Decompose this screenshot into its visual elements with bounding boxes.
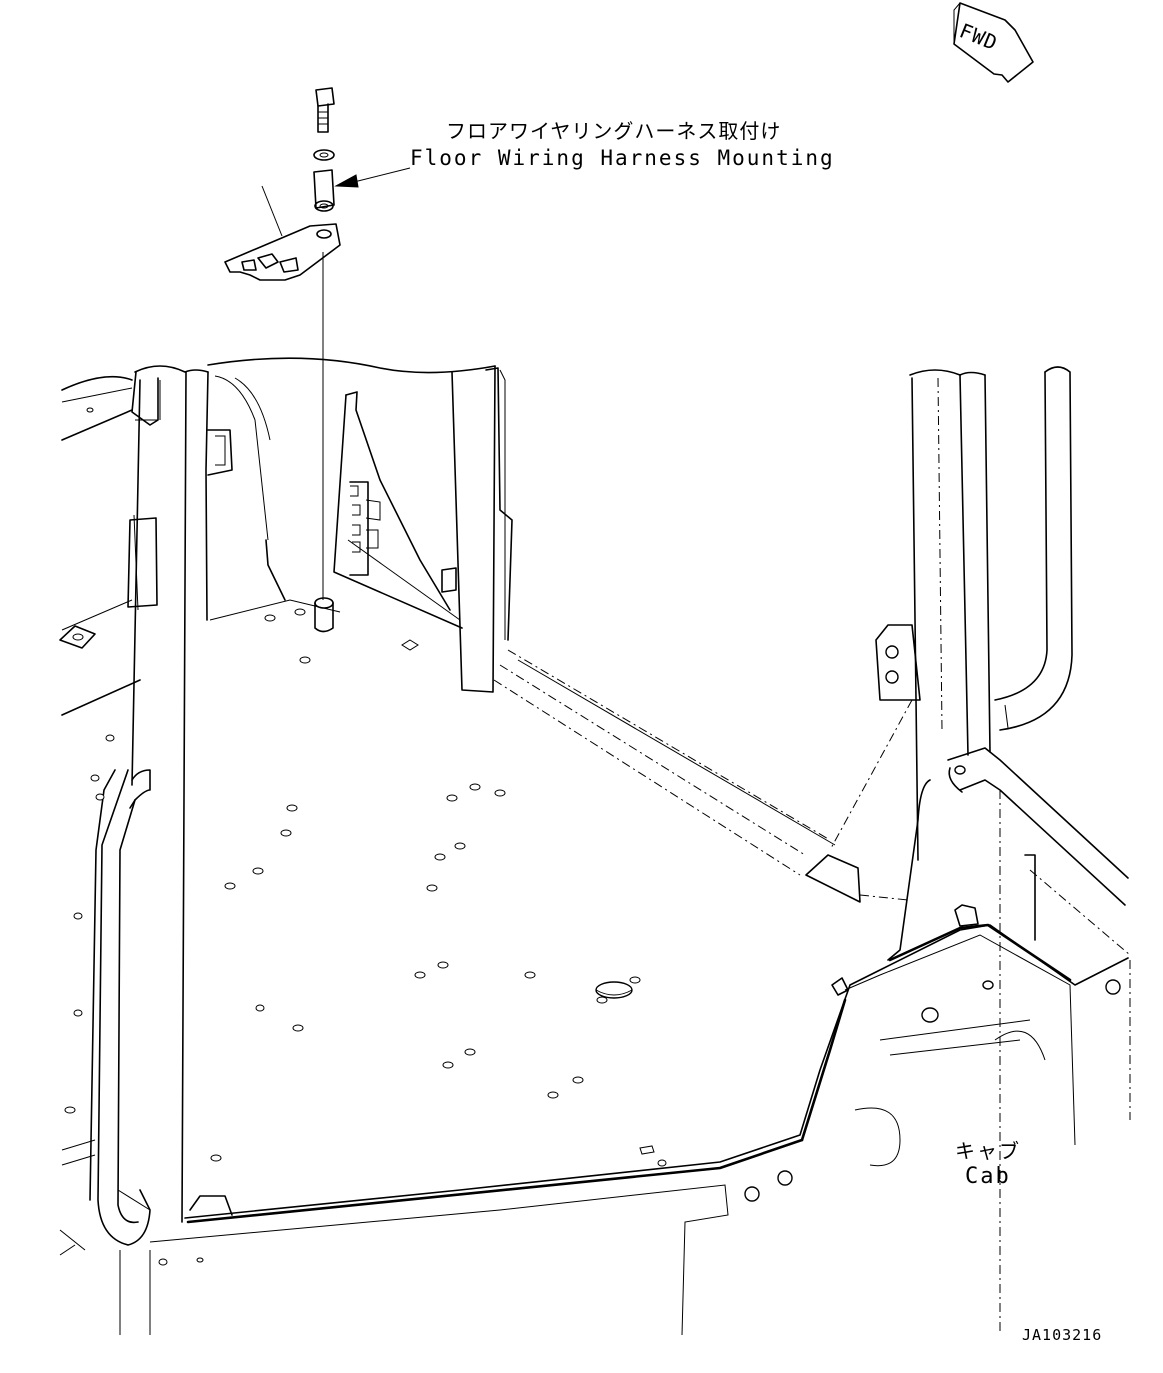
rear-floor-beam <box>493 649 909 903</box>
right-handrail <box>994 366 1073 731</box>
drawing-number: JA103216 <box>1022 1326 1103 1344</box>
floor-center-hole <box>595 981 633 999</box>
bolt <box>315 87 335 133</box>
spacer-collar <box>313 169 335 212</box>
left-grab-rail <box>89 769 151 1246</box>
rear-center-pillar <box>441 365 513 693</box>
cab-floor-plate <box>119 599 1129 1336</box>
bracket-leader-line <box>261 185 283 237</box>
rear-wall <box>207 357 496 651</box>
lower-left-frame <box>59 1139 96 1256</box>
right-side-frame <box>887 747 1131 1335</box>
callout-label-japanese: フロアワイヤリングハーネス取付け <box>446 119 782 143</box>
left-rear-pillar <box>127 365 233 1223</box>
right-rear-pillar <box>829 369 991 861</box>
cab-label-japanese: キャブ <box>955 1139 1021 1163</box>
cab-lower-structure <box>744 904 1131 1202</box>
mounting-boss <box>314 597 334 633</box>
harness-bracket <box>224 223 341 281</box>
callout-arrow <box>334 167 411 188</box>
callout-label-english: Floor Wiring Harness Mounting <box>410 146 835 170</box>
floor-mounting-holes <box>64 608 667 1266</box>
left-outer-frame <box>59 375 141 716</box>
cab-label-english: Cab <box>965 1164 1011 1189</box>
washer <box>313 149 335 161</box>
fwd-direction-arrow: FWD <box>953 2 1034 83</box>
